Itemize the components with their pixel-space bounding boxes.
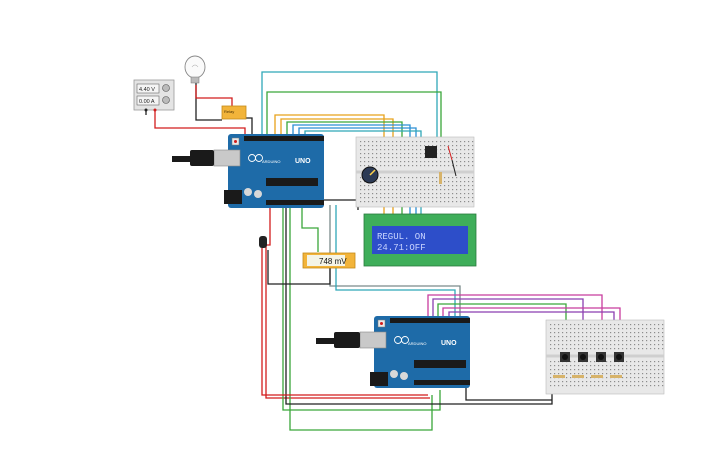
arduino-uno-top[interactable]: UNO ARDUINO: [213, 134, 324, 208]
arduino-top-brand: ARDUINO: [262, 159, 280, 164]
breadboard-top[interactable]: [355, 136, 475, 208]
usb-port-bottom: [359, 331, 387, 349]
arduino-top-logo: UNO: [295, 158, 311, 165]
wire-green-mm[interactable]: [301, 208, 319, 252]
resistor-2: [572, 375, 584, 378]
wire-gray-mm[interactable]: [329, 205, 461, 318]
wire-black-bulb[interactable]: [195, 80, 222, 121]
relay[interactable]: Relay: [221, 105, 247, 120]
lcd-display[interactable]: REGUL. ON 24.71:OFF: [363, 213, 477, 267]
wire-black-temp[interactable]: [267, 250, 331, 285]
light-bulb[interactable]: [184, 55, 206, 84]
push-button-1[interactable]: [560, 352, 570, 362]
power-jack-top: [224, 190, 242, 204]
wire-black-lcd[interactable]: [320, 199, 359, 210]
wire-green-top[interactable]: [266, 91, 442, 145]
wire-red-bulb[interactable]: [195, 85, 233, 108]
wires: [145, 71, 621, 431]
power-jack-bottom: [370, 372, 388, 386]
push-button-3[interactable]: [596, 352, 606, 362]
push-button-4[interactable]: [614, 352, 624, 362]
psu-current-knob[interactable]: [162, 96, 170, 104]
wire-green-btn[interactable]: [437, 303, 567, 330]
resistor-1: [553, 375, 565, 378]
wire-red-temp[interactable]: [261, 248, 428, 396]
usb-cable-bottom: [316, 332, 360, 348]
transistor[interactable]: [425, 146, 437, 158]
wire-green-long-2[interactable]: [289, 208, 433, 431]
wire-black-btn[interactable]: [465, 385, 552, 401]
temperature-sensor[interactable]: [259, 236, 267, 248]
power-supply[interactable]: 4.40 V 0.00 A: [133, 79, 175, 112]
resistor-top: [439, 172, 442, 184]
psu-voltage-display: 4.40 V: [139, 87, 155, 93]
wire-red-psu[interactable]: [154, 110, 246, 135]
arduino-bottom-brand: ARDUINO: [408, 341, 426, 346]
usb-cable-top: [172, 150, 214, 166]
usb-port-top: [213, 149, 241, 167]
psu-voltage-knob[interactable]: [162, 84, 170, 92]
arduino-bottom-logo: UNO: [441, 340, 457, 347]
wire-pink-2[interactable]: [442, 307, 621, 330]
multimeter[interactable]: 748 mV: [302, 252, 356, 269]
wire-green-long-1[interactable]: [282, 208, 441, 411]
resistor-3: [591, 375, 603, 378]
relay-label: Relay: [224, 109, 234, 114]
lcd-line-1: REGUL. ON: [377, 232, 426, 242]
psu-current-display: 0.00 A: [139, 99, 155, 105]
lcd-line-2: 24.71:OFF: [377, 243, 426, 253]
wire-teal-top[interactable]: [261, 71, 438, 145]
multimeter-reading: 748 mV: [319, 257, 347, 266]
push-button-2[interactable]: [578, 352, 588, 362]
wire-black-relay[interactable]: [246, 117, 253, 135]
resistor-4: [610, 375, 622, 378]
wire-purple-1[interactable]: [432, 298, 584, 330]
breadboard-bottom[interactable]: [545, 319, 665, 395]
arduino-uno-bottom[interactable]: UNO ARDUINO: [359, 316, 470, 388]
